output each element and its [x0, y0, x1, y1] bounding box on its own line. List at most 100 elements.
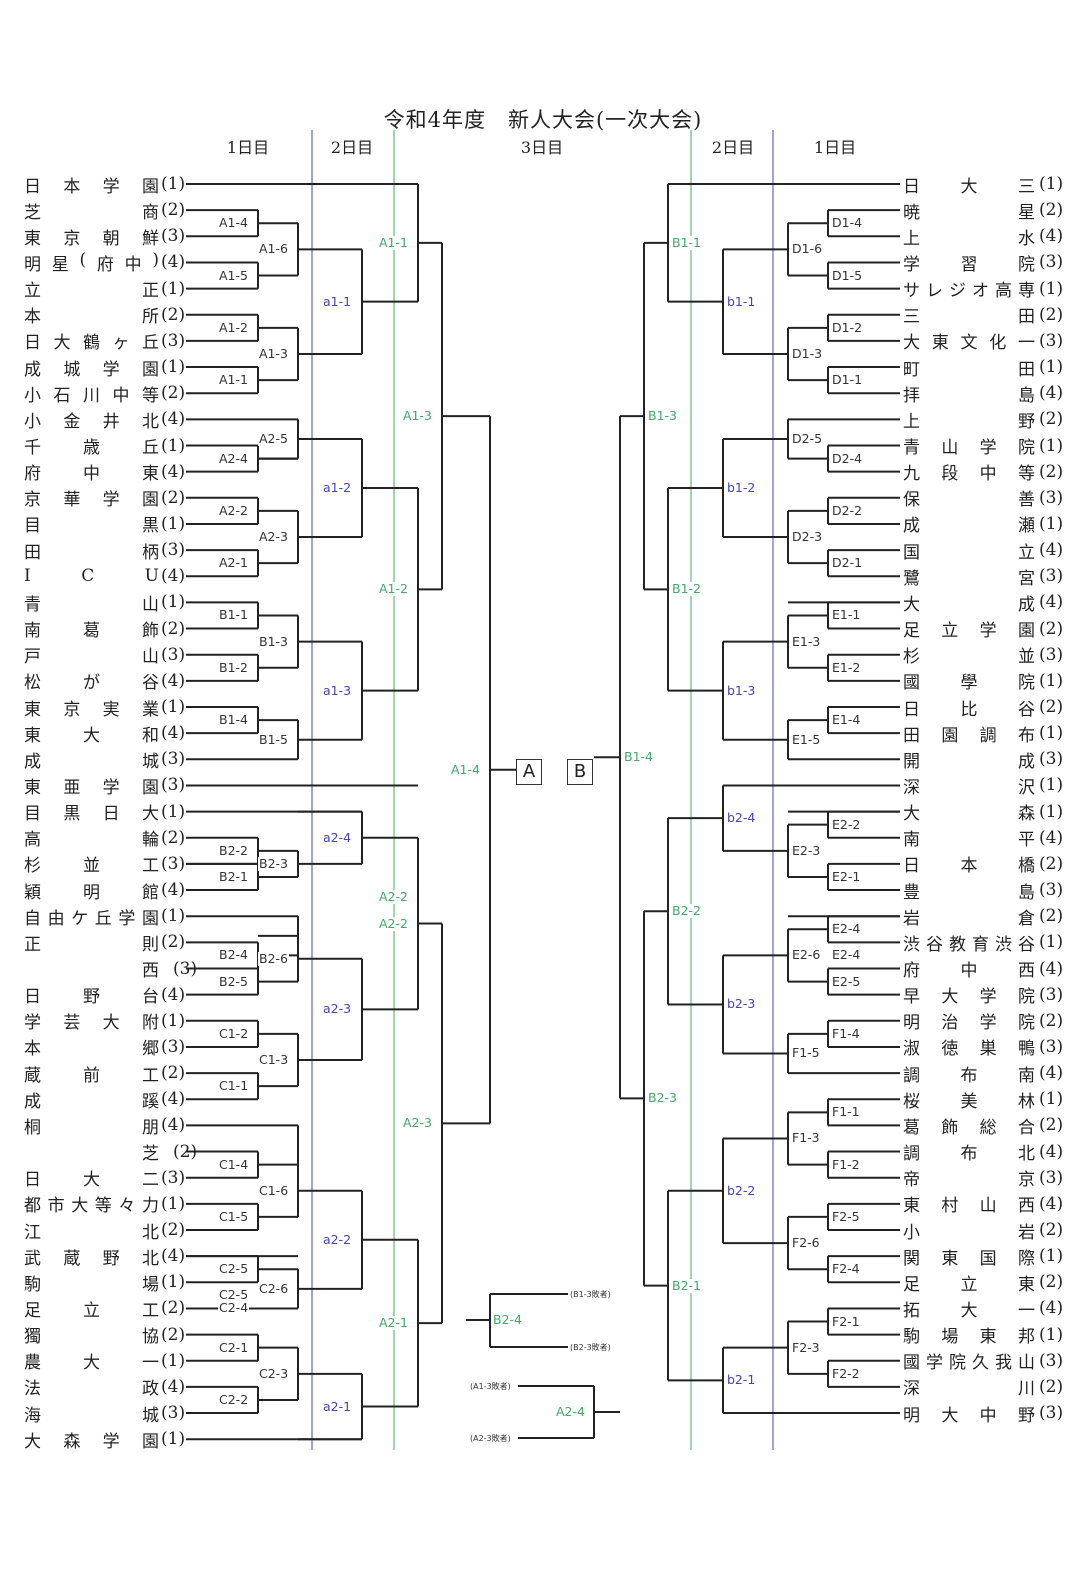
team-entry: 小石川中等(2) [24, 382, 187, 406]
team-name: 深川 [903, 1379, 1035, 1400]
team-seed: (4) [1039, 1193, 1064, 1214]
team-name: 田園調布 [903, 725, 1035, 746]
match-label: F1-3 [791, 1130, 821, 1146]
team-seed: (1) [161, 278, 186, 299]
team-seed: (1) [1039, 723, 1064, 744]
team-entry: 日大三(1) [903, 173, 1065, 197]
team-entry: 國學院(1) [903, 670, 1065, 694]
team-entry: 自由ケ丘学園(1) [24, 905, 187, 929]
match-label: E1-5 [791, 731, 822, 747]
match-label: E1-1 [831, 607, 862, 623]
team-name: 戸山 [24, 647, 159, 668]
team-seed: (3) [1039, 1403, 1064, 1424]
match-label: F2-4 [831, 1261, 861, 1277]
team-entry: 南平(4) [903, 827, 1065, 851]
team-seed: (1) [1039, 1324, 1064, 1345]
team-seed: (3) [1039, 749, 1064, 770]
match-label: E1-4 [831, 712, 862, 728]
team-name: 明治学院 [903, 1013, 1035, 1034]
match-label: B1-2 [671, 581, 702, 597]
team-name: 東村山西 [903, 1196, 1035, 1217]
team-seed: (4) [1039, 1141, 1064, 1162]
team-seed: (2) [1039, 618, 1064, 639]
match-label: C2-5 [218, 1287, 250, 1303]
team-seed: (1) [1039, 670, 1064, 691]
team-entry: 農大一(1) [24, 1350, 187, 1374]
team-entry: 日野台(4) [24, 984, 187, 1008]
match-label: A2-3 [258, 529, 289, 545]
team-entry: 本所(2) [24, 304, 187, 328]
team-seed: (3) [161, 226, 186, 247]
team-seed: (3) [1039, 252, 1064, 273]
team-seed: (3) [161, 330, 186, 351]
team-entry: 芝(2) [24, 1141, 199, 1165]
team-seed: (2) [161, 618, 186, 639]
team-entry: 獨協(2) [24, 1324, 187, 1348]
team-entry: 南葛飾(2) [24, 618, 187, 642]
match-label-a2-4-consolation: A2-4 [555, 1404, 586, 1419]
team-name: 京華学園 [24, 490, 159, 511]
match-label: F1-2 [831, 1156, 861, 1172]
team-name: 千歳丘 [24, 438, 159, 458]
team-seed: (2) [1039, 1220, 1064, 1240]
match-label: A1-5 [218, 267, 249, 283]
team-entry: 早大学院(3) [903, 984, 1065, 1008]
match-label: C2-6 [258, 1280, 290, 1296]
team-name: 東京実業 [24, 699, 159, 720]
team-seed: (2) [1039, 461, 1064, 482]
team-name: 豊島 [903, 882, 1035, 903]
team-entry: 駒場東邦(1) [903, 1324, 1065, 1348]
team-seed: (3) [173, 958, 198, 979]
team-name: 杉並工 [24, 856, 159, 877]
team-entry: 都市大等々力(1) [24, 1193, 187, 1217]
team-seed: (4) [1039, 827, 1064, 848]
team-entry: 大森学園(1) [24, 1428, 187, 1452]
team-name: 小岩 [903, 1222, 1035, 1243]
team-entry: 杉並(3) [903, 644, 1065, 668]
team-entry: 日大鶴ヶ丘(3) [24, 330, 187, 354]
team-entry: 保善(3) [903, 487, 1065, 511]
team-name: 暁星 [903, 202, 1035, 223]
team-entry: 東大和(4) [24, 722, 187, 746]
team-entry: 三田(2) [903, 304, 1065, 328]
team-seed: (2) [173, 1141, 198, 1162]
team-seed: (1) [161, 513, 186, 534]
team-name: 学習院 [903, 254, 1035, 275]
team-entry: 大東文化一(3) [903, 330, 1065, 354]
match-label: B2-2 [218, 842, 249, 858]
team-seed: (2) [1039, 409, 1064, 430]
team-seed: (3) [161, 644, 186, 665]
team-name: 府中東 [24, 464, 159, 485]
team-name: 穎明館 [24, 882, 159, 903]
team-seed: (1) [1039, 174, 1064, 194]
team-seed: (4) [1039, 226, 1064, 247]
team-entry: 足立学園(2) [903, 618, 1065, 642]
match-label: A1-2 [218, 319, 249, 335]
team-seed: (1) [161, 1350, 186, 1371]
team-entry: 暁星(2) [903, 199, 1065, 223]
team-seed: (1) [1039, 1089, 1064, 1110]
team-name: サレジオ高専 [903, 281, 1035, 302]
team-name: 高輪 [24, 830, 159, 851]
team-seed: (3) [1039, 1167, 1064, 1188]
team-seed: (4) [1039, 1298, 1064, 1319]
match-label: E1-3 [791, 633, 822, 649]
match-label: E1-2 [831, 659, 862, 675]
team-entry: 国立(4) [903, 539, 1065, 563]
team-name: 駒場 [24, 1274, 159, 1295]
team-name: 成城 [24, 751, 159, 772]
team-entry: 日比谷(2) [903, 696, 1065, 720]
team-entry: 青山(1) [24, 591, 187, 615]
team-name: 國學院 [903, 673, 1035, 694]
team-seed: (3) [1039, 1036, 1064, 1057]
match-label: C1-4 [218, 1156, 250, 1172]
team-entry: 東村山西(4) [903, 1193, 1065, 1217]
match-label: B2-2 [671, 903, 702, 919]
team-entry: 調布北(4) [903, 1141, 1065, 1165]
team-name: 足立学園 [903, 621, 1035, 642]
team-seed: (4) [161, 670, 186, 691]
match-label: D2-4 [831, 450, 864, 466]
team-seed: (1) [1039, 801, 1064, 822]
team-entry: 東京朝鮮(3) [24, 225, 187, 249]
team-name: 早大学院 [903, 987, 1035, 1008]
